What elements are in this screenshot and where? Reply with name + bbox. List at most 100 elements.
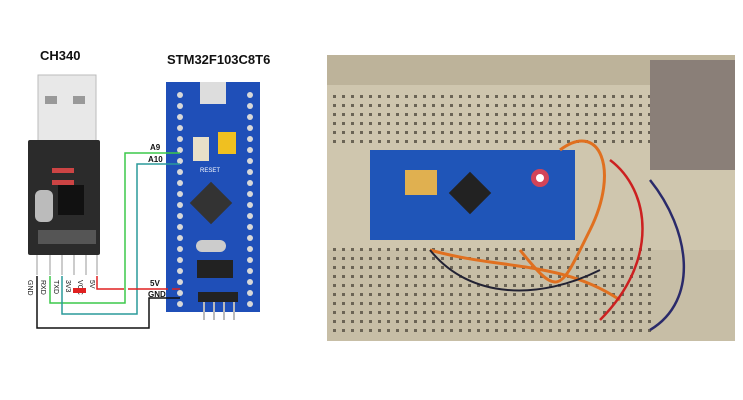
pin-hole	[177, 224, 183, 230]
breadboard-hole	[351, 284, 354, 287]
breadboard-hole	[369, 329, 372, 332]
breadboard-hole	[639, 275, 642, 278]
breadboard-hole	[351, 95, 354, 98]
breadboard-hole	[549, 113, 552, 116]
breadboard-hole	[378, 311, 381, 314]
breadboard-hole	[585, 95, 588, 98]
breadboard-hole	[558, 329, 561, 332]
breadboard-hole	[531, 275, 534, 278]
ch340-title: CH340	[40, 48, 81, 63]
breadboard-hole	[468, 95, 471, 98]
breadboard-hole	[585, 104, 588, 107]
breadboard-hole	[378, 266, 381, 269]
breadboard-hole	[414, 320, 417, 323]
pin-hole	[247, 169, 253, 175]
breadboard-hole	[531, 257, 534, 260]
breadboard-hole	[567, 284, 570, 287]
breadboard-hole	[639, 329, 642, 332]
breadboard-hole	[630, 248, 633, 251]
breadboard-hole	[360, 293, 363, 296]
breadboard-hole	[603, 248, 606, 251]
breadboard-hole	[369, 113, 372, 116]
breadboard-hole	[387, 275, 390, 278]
breadboard-hole	[594, 131, 597, 134]
breadboard-hole	[486, 248, 489, 251]
breadboard-hole	[585, 284, 588, 287]
breadboard-hole	[558, 275, 561, 278]
breadboard-hole	[486, 311, 489, 314]
breadboard-hole	[360, 329, 363, 332]
breadboard-hole	[549, 284, 552, 287]
breadboard-hole	[549, 266, 552, 269]
breadboard-hole	[423, 113, 426, 116]
breadboard-hole	[468, 104, 471, 107]
breadboard-hole	[423, 140, 426, 143]
breadboard-hole	[576, 320, 579, 323]
breadboard-hole	[495, 311, 498, 314]
breadboard-hole	[603, 122, 606, 125]
breadboard-hole	[477, 257, 480, 260]
breadboard-hole	[468, 293, 471, 296]
breadboard-hole	[495, 122, 498, 125]
breadboard-hole	[468, 320, 471, 323]
breadboard-hole	[594, 275, 597, 278]
breadboard-hole	[495, 302, 498, 305]
breadboard-hole	[540, 113, 543, 116]
breadboard-hole	[603, 311, 606, 314]
breadboard-hole	[441, 284, 444, 287]
breadboard-hole	[585, 257, 588, 260]
breadboard-hole	[612, 113, 615, 116]
breadboard-hole	[639, 284, 642, 287]
vcc-jumper	[73, 288, 86, 293]
breadboard-hole	[540, 302, 543, 305]
breadboard-hole	[603, 104, 606, 107]
breadboard-hole	[630, 266, 633, 269]
breadboard-hole	[621, 266, 624, 269]
breadboard-hole	[585, 329, 588, 332]
breadboard-hole	[459, 293, 462, 296]
breadboard-hole	[630, 131, 633, 134]
breadboard-hole	[558, 122, 561, 125]
breadboard-hole	[621, 131, 624, 134]
breadboard-hole	[360, 302, 363, 305]
breadboard-hole	[459, 284, 462, 287]
pin-hole	[247, 136, 253, 142]
breadboard-hole	[549, 293, 552, 296]
breadboard-hole	[459, 266, 462, 269]
pin-3v3: 3V3	[64, 280, 71, 293]
breadboard-hole	[441, 329, 444, 332]
breadboard-hole	[648, 293, 651, 296]
breadboard-hole	[558, 248, 561, 251]
breadboard-hole	[495, 113, 498, 116]
breadboard-hole	[531, 329, 534, 332]
breadboard-hole	[459, 311, 462, 314]
breadboard-hole	[576, 248, 579, 251]
breadboard-hole	[477, 266, 480, 269]
breadboard-hole	[630, 95, 633, 98]
breadboard-hole	[513, 248, 516, 251]
breadboard-hole	[513, 131, 516, 134]
breadboard-hole	[441, 320, 444, 323]
breadboard-hole	[378, 302, 381, 305]
breadboard-hole	[540, 293, 543, 296]
breadboard-hole	[333, 320, 336, 323]
pin-hole	[247, 301, 253, 307]
breadboard-hole	[540, 311, 543, 314]
breadboard-hole	[450, 266, 453, 269]
breadboard-hole	[468, 131, 471, 134]
breadboard-hole	[378, 293, 381, 296]
breadboard-hole	[396, 293, 399, 296]
breadboard-hole	[333, 248, 336, 251]
pin-5v: 5V	[88, 280, 95, 289]
breadboard-hole	[351, 257, 354, 260]
breadboard-hole	[486, 104, 489, 107]
breadboard-hole	[648, 113, 651, 116]
breadboard-hole	[369, 320, 372, 323]
breadboard-hole	[558, 113, 561, 116]
wire-5v	[96, 276, 180, 290]
breadboard-hole	[603, 113, 606, 116]
breadboard-hole	[387, 329, 390, 332]
breadboard-hole	[459, 329, 462, 332]
breadboard-hole	[594, 293, 597, 296]
breadboard-hole	[603, 329, 606, 332]
